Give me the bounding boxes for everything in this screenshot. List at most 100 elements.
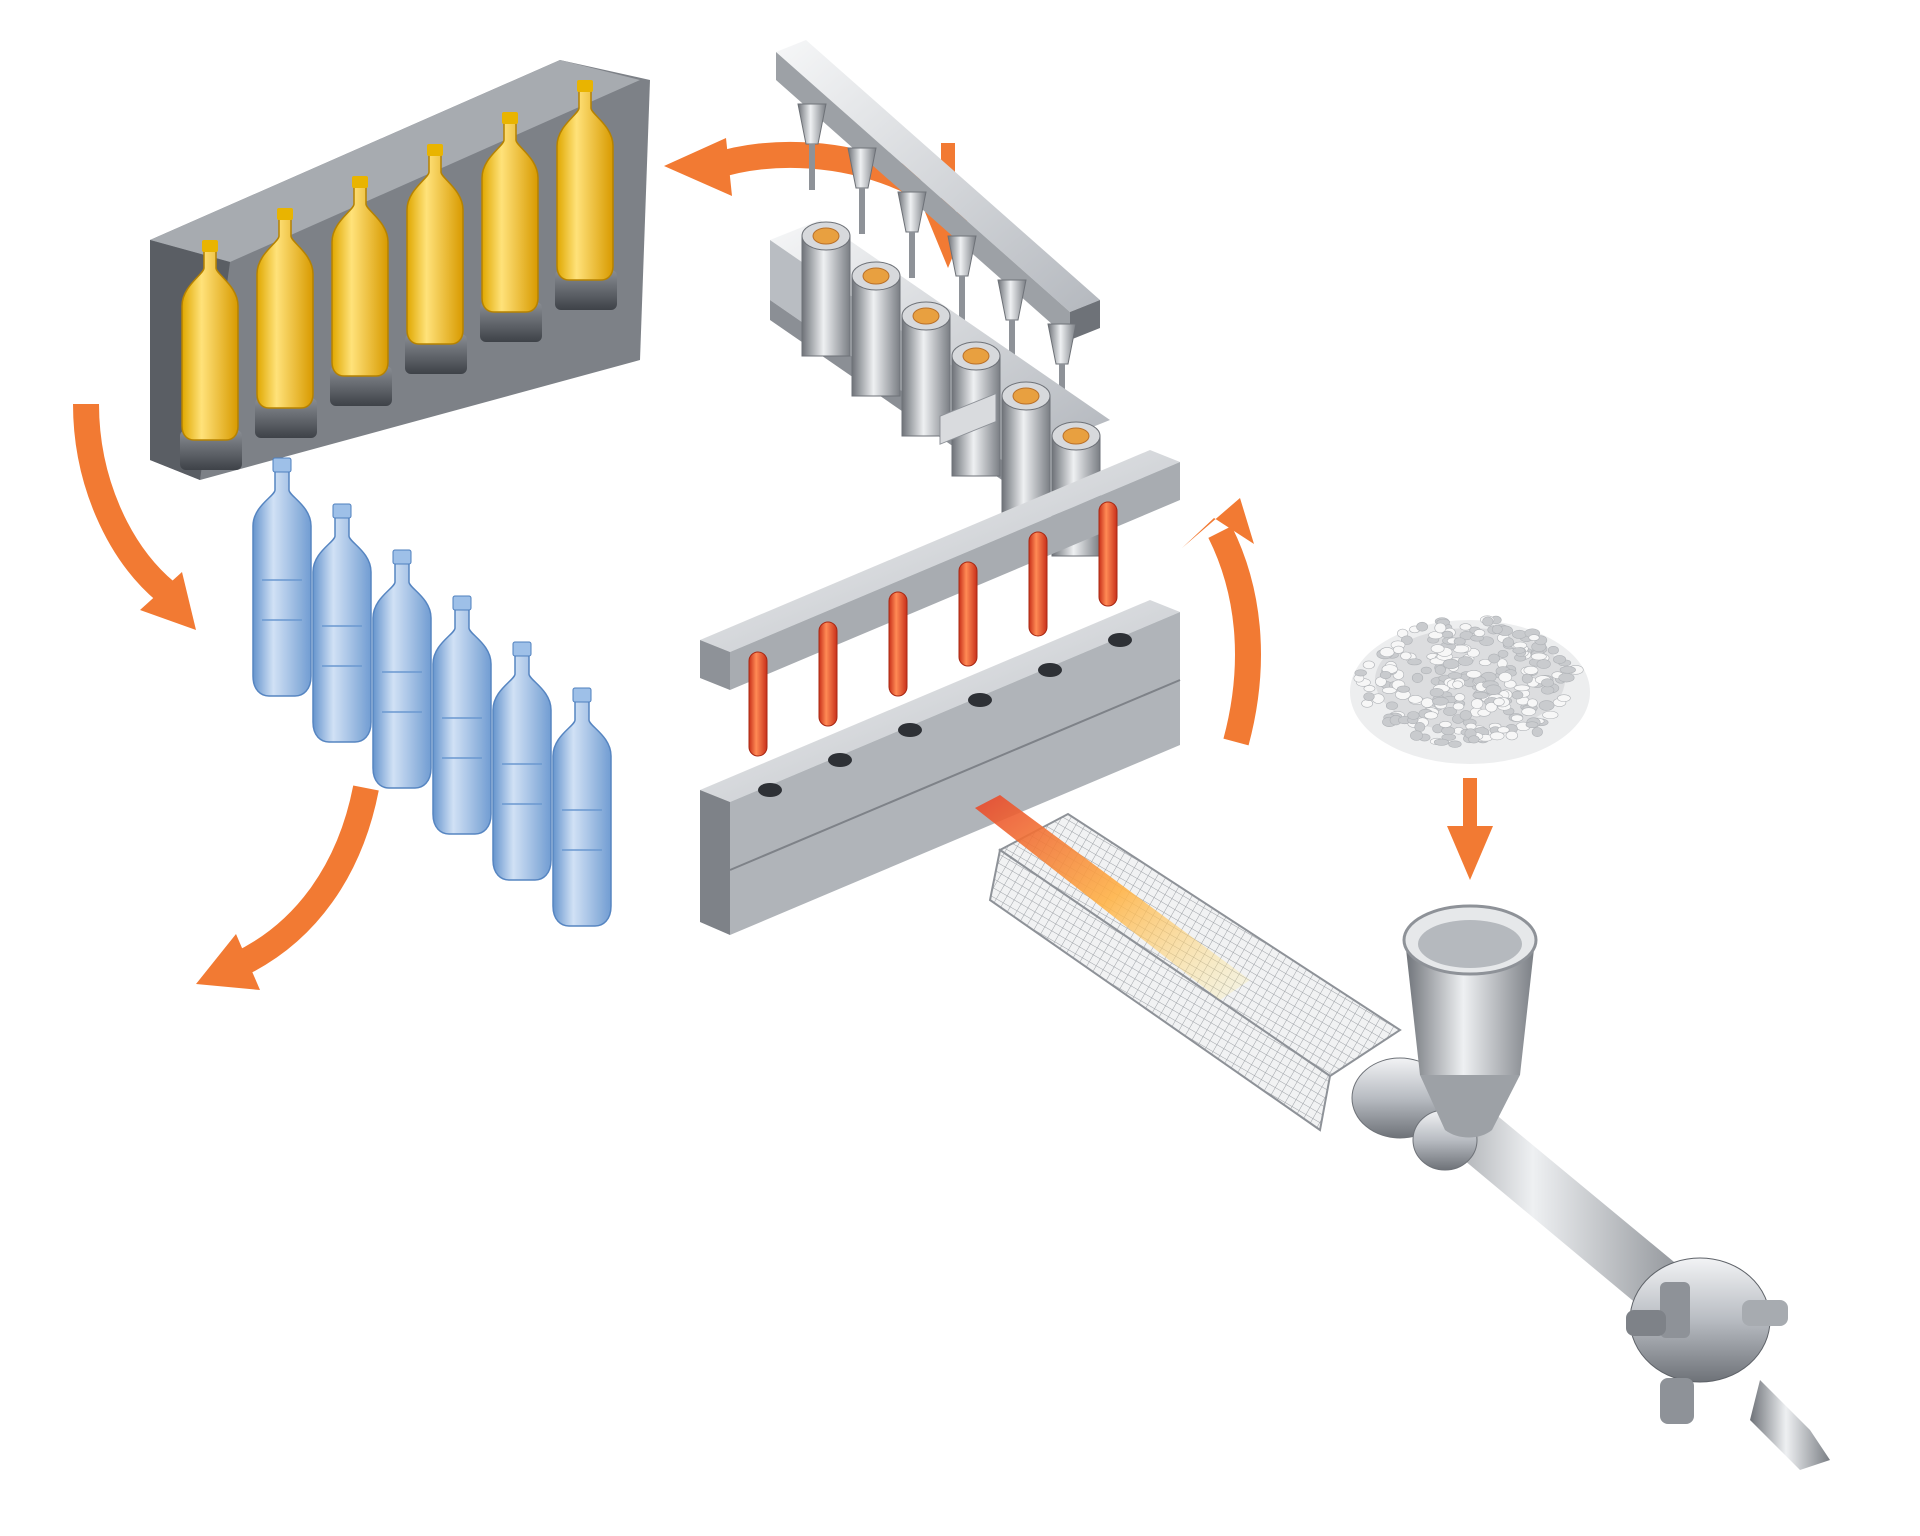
preform-icon xyxy=(818,621,838,727)
pellet-grain xyxy=(1466,670,1482,679)
blue-bottle-body xyxy=(432,607,492,835)
pellet-grain xyxy=(1443,706,1457,716)
pellet-grain xyxy=(1396,685,1411,693)
preform-icon xyxy=(1098,501,1118,607)
pellet-grain xyxy=(1385,701,1399,710)
pellet-grain xyxy=(1434,665,1446,675)
pellet-grain xyxy=(1442,658,1460,669)
pellet-grain xyxy=(1521,707,1536,716)
bottle-icon xyxy=(555,80,617,310)
mold-hole xyxy=(968,693,992,707)
pellet-grain xyxy=(1459,623,1472,631)
pellet-grain xyxy=(1362,660,1375,670)
preform-icon xyxy=(958,561,978,667)
blue-bottle-body xyxy=(552,699,612,927)
pellet-grain xyxy=(1559,666,1576,674)
bottle-cap xyxy=(427,144,443,156)
pellet-grain xyxy=(1471,698,1484,709)
nozzle-body xyxy=(897,191,927,233)
pellet-grain xyxy=(1428,631,1444,640)
cup-body xyxy=(801,235,851,357)
bottle-icon xyxy=(252,457,312,697)
bottle-icon xyxy=(255,208,317,438)
preform-mold-icon xyxy=(700,392,1181,935)
pellet-grain xyxy=(1448,740,1462,748)
bottle-cap xyxy=(502,112,518,124)
mold-hole xyxy=(828,753,852,767)
pellet-grain xyxy=(1392,645,1405,654)
pellet-grain xyxy=(1457,656,1474,666)
pellet-grain xyxy=(1513,684,1530,692)
bottle-cap xyxy=(352,176,368,188)
preform-to-conditioning-arrow-icon xyxy=(1182,498,1261,746)
bottle-neck xyxy=(572,687,592,703)
preform-neck xyxy=(912,307,940,325)
pellet-grain xyxy=(1491,624,1503,634)
pellet-to-hopper-arrow-icon xyxy=(1447,778,1493,880)
pellet-grain xyxy=(1536,659,1551,669)
pellet-grain xyxy=(1528,634,1540,641)
blue-bottle-body xyxy=(492,653,552,881)
preform-icon xyxy=(888,591,908,697)
nozzle-body xyxy=(947,235,977,277)
pellet-grain xyxy=(1429,687,1444,698)
pellet-grain xyxy=(1531,652,1547,661)
bottle-icon xyxy=(312,503,372,743)
pellet-grain xyxy=(1421,697,1434,708)
bottle-neck xyxy=(392,549,412,565)
pellet-grain xyxy=(1542,710,1559,720)
preform-icon xyxy=(1028,531,1048,637)
pellet-grain xyxy=(1468,735,1480,744)
pellet-pile-icon xyxy=(1350,615,1590,764)
screw-barrel-icon xyxy=(975,795,1830,1470)
pellet-grain xyxy=(1482,616,1494,627)
pellet-grain xyxy=(1400,651,1412,661)
cup-icon xyxy=(801,221,851,357)
nozzle-body xyxy=(847,147,877,189)
preform-neck xyxy=(1062,427,1090,445)
pellet-grain xyxy=(1424,711,1439,720)
pellet-grain xyxy=(1411,672,1424,683)
pellet-grain xyxy=(1485,684,1502,695)
stretch-rod xyxy=(859,188,865,234)
nozzle-icon xyxy=(997,279,1027,366)
bottle-icon xyxy=(552,687,612,927)
pellet-grain xyxy=(1497,726,1510,734)
stretch-rod xyxy=(909,232,915,278)
pellet-grain xyxy=(1512,629,1527,639)
amber-bottle-body xyxy=(256,217,314,409)
pellet-grain xyxy=(1379,670,1392,680)
amber-bottle-body xyxy=(481,121,539,313)
pellet-grain xyxy=(1493,697,1505,707)
pellet-grain xyxy=(1512,647,1526,654)
blow-mold-icon xyxy=(150,60,650,480)
blow-to-release-arrow-icon xyxy=(73,403,196,630)
pellet-grain xyxy=(1361,699,1374,708)
pellet-grain xyxy=(1433,738,1450,746)
output-arrow-icon xyxy=(196,785,379,990)
nozzle-body xyxy=(1047,323,1077,365)
nozzle-body xyxy=(797,103,827,145)
bottle-neck xyxy=(452,595,472,611)
pellet-grain xyxy=(1497,649,1509,658)
amber-bottle-body xyxy=(406,153,464,345)
pellet-grain xyxy=(1363,685,1376,692)
pellet-grain xyxy=(1472,691,1489,699)
pellet-grain xyxy=(1547,645,1559,655)
pellet-grain xyxy=(1505,730,1519,741)
pellet-grain xyxy=(1557,694,1571,702)
pellet-grain xyxy=(1523,665,1539,675)
pellet-grain xyxy=(1541,678,1554,688)
bottle-neck xyxy=(332,503,352,519)
pellet-grain xyxy=(1477,708,1491,717)
amber-bottle-body xyxy=(556,89,614,281)
pellet-grain xyxy=(1432,697,1449,706)
pellet-grain xyxy=(1521,673,1533,684)
blue-bottle-body xyxy=(312,515,372,743)
pellet-grain xyxy=(1452,702,1465,711)
pellet-grain xyxy=(1511,690,1524,700)
preform-row xyxy=(748,501,1118,757)
amber-bottle-body xyxy=(181,249,239,441)
pellet-grain xyxy=(1379,647,1395,658)
